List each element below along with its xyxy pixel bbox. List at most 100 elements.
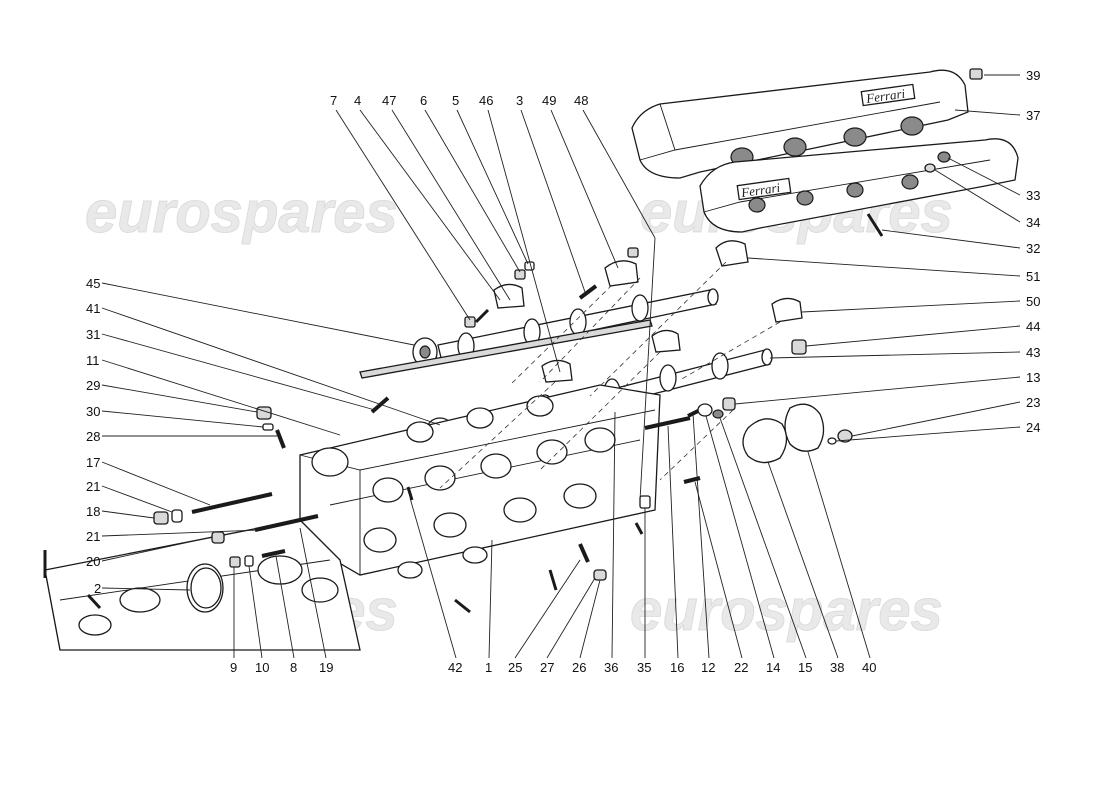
callout-29: 29 (86, 378, 100, 393)
callout-1: 1 (485, 660, 492, 675)
stud-25 (578, 543, 590, 563)
nut-39 (969, 68, 983, 80)
callout-3: 3 (516, 93, 523, 108)
cover-brand-rear: Ferrari (864, 86, 906, 106)
stud-42 (406, 486, 414, 501)
callout-18: 18 (86, 504, 100, 519)
gasket-41 (359, 319, 653, 379)
cam-cover-rear: Ferrari (631, 69, 969, 179)
callout-48: 48 (574, 93, 588, 108)
stud-17 (191, 492, 273, 514)
callout-10: 10 (255, 660, 269, 675)
callout-34: 34 (1026, 215, 1040, 230)
watermark-bottom-right: eurospares (630, 578, 943, 643)
cover-brand-front: Ferrari (739, 180, 781, 200)
nut-18 (153, 511, 169, 525)
nut-9 (229, 556, 241, 568)
callout-9: 9 (230, 660, 237, 675)
bearing-cap-51 (715, 240, 749, 267)
callout-41: 41 (86, 301, 100, 316)
stud-47 (474, 308, 490, 324)
stud-32 (866, 213, 884, 237)
callout-22: 22 (734, 660, 748, 675)
callout-12: 12 (701, 660, 715, 675)
callout-5: 5 (452, 93, 459, 108)
callout-45: 45 (86, 276, 100, 291)
stud-3 (578, 284, 598, 300)
bearing-cap-low (541, 359, 573, 383)
callout-47: 47 (382, 93, 396, 108)
washer-33 (937, 151, 951, 163)
callout-24: 24 (1026, 420, 1040, 435)
washer-15 (712, 409, 724, 419)
bearing-cap-49 (604, 260, 639, 287)
callout-25: 25 (508, 660, 522, 675)
callout-labels: 7 4 47 6 5 46 3 49 48 39 37 33 34 32 51 … (86, 68, 1040, 675)
dowel-36 (639, 495, 651, 509)
callout-46: 46 (479, 93, 493, 108)
callout-33: 33 (1026, 188, 1040, 203)
callout-17: 17 (86, 455, 100, 470)
cam-cover-front: Ferrari (699, 138, 1019, 233)
callout-23: 23 (1026, 395, 1040, 410)
assembly-lines (439, 261, 781, 489)
seal-2 (190, 567, 222, 609)
washer-21 (171, 509, 183, 523)
nut-6 (514, 269, 526, 280)
stud-8 (261, 549, 286, 558)
washer-30 (262, 423, 274, 431)
callout-42: 42 (448, 660, 462, 675)
washer-14 (697, 403, 713, 417)
callout-36: 36 (604, 660, 618, 675)
stud-19 (254, 514, 319, 532)
bush-44 (791, 339, 807, 355)
callout-16: 16 (670, 660, 684, 675)
callout-30: 30 (86, 404, 100, 419)
engine-drawing: Ferrari Ferrari (43, 68, 1019, 651)
stud-16 (644, 416, 691, 430)
washer-5 (524, 261, 535, 271)
callout-26: 26 (572, 660, 586, 675)
cover-plate-40 (784, 403, 825, 452)
callout-7: 7 (330, 93, 337, 108)
callout-31: 31 (86, 327, 100, 342)
callout-27: 27 (540, 660, 554, 675)
callout-37: 37 (1026, 108, 1040, 123)
callout-43: 43 (1026, 345, 1040, 360)
callout-40: 40 (862, 660, 876, 675)
nut-20 (211, 531, 225, 544)
callout-14: 14 (766, 660, 780, 675)
cylinder-head (299, 384, 661, 579)
callout-20: 20 (86, 554, 100, 569)
callout-51: 51 (1026, 269, 1040, 284)
nut-7 (464, 316, 476, 328)
leader-lines (101, 74, 1021, 659)
callout-21-a: 21 (86, 479, 100, 494)
nut-26 (593, 569, 607, 581)
callout-2: 2 (94, 581, 101, 596)
callout-32: 32 (1026, 241, 1040, 256)
callout-15: 15 (798, 660, 812, 675)
callout-49: 49 (542, 93, 556, 108)
callout-39: 39 (1026, 68, 1040, 83)
bearing-cap-mid (651, 329, 681, 353)
stud-35 (634, 522, 644, 535)
seal-34 (924, 163, 936, 173)
callout-28: 28 (86, 429, 100, 444)
washer-10 (244, 555, 254, 567)
callout-21-b: 21 (86, 529, 100, 544)
nut-46 (627, 247, 639, 258)
watermark-top-left: eurospares (85, 180, 398, 245)
gasket-38 (742, 418, 788, 464)
callout-8: 8 (290, 660, 297, 675)
callout-13: 13 (1026, 370, 1040, 385)
nut-13 (722, 397, 736, 411)
stud-28 (275, 429, 286, 449)
callout-38: 38 (830, 660, 844, 675)
washer-24 (827, 437, 837, 445)
callout-6: 6 (420, 93, 427, 108)
callout-35: 35 (637, 660, 651, 675)
callout-44: 44 (1026, 319, 1040, 334)
callout-11: 11 (86, 353, 100, 368)
callout-4: 4 (354, 93, 361, 108)
